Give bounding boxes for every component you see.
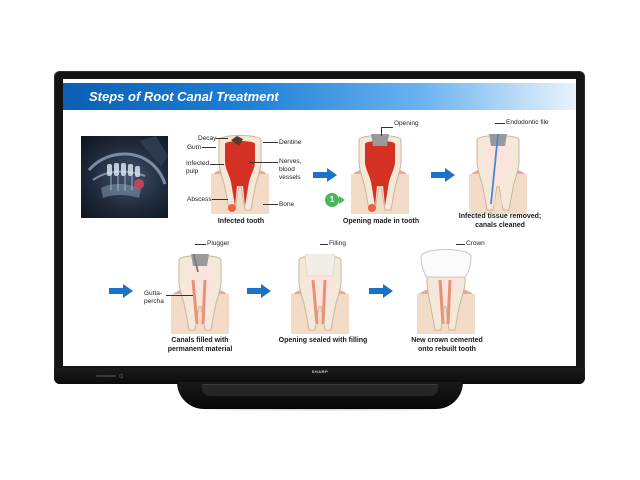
label-gutta-2: percha [144, 298, 164, 305]
leader-plugger [195, 244, 206, 245]
leader-crown [456, 244, 465, 245]
label-bone: Bone [279, 201, 295, 208]
arrow-right-icon [109, 284, 133, 298]
label-gutta-1: Gutta- [144, 290, 163, 297]
leader-filling [320, 244, 328, 245]
xray-jaw-illustration [87, 136, 168, 198]
label-abscess: Abscess [187, 196, 212, 203]
infected-tooth-diagram [211, 135, 269, 214]
label-plugger: Plugger [207, 240, 230, 247]
power-indicator [96, 375, 116, 377]
label-crown: Crown [466, 240, 485, 247]
opened-tooth-diagram [351, 134, 409, 214]
leader-abscess [212, 199, 228, 200]
arrow-right-icon [431, 168, 455, 182]
step-4-caption-1: Canals filled with [171, 337, 229, 344]
slide-title: Steps of Root Canal Treatment [89, 89, 279, 104]
leader-decay [216, 138, 228, 139]
step-6-caption-2: onto rebuilt tooth [418, 346, 476, 353]
label-nerves-2: blood [279, 166, 295, 173]
crowned-tooth-diagram [417, 249, 475, 334]
step-3-caption-2: canals cleaned [475, 222, 525, 229]
step-2-caption: Opening made in tooth [342, 218, 420, 225]
filled-canals-tooth-diagram [171, 254, 229, 334]
label-nerves-1: Nerves, [279, 158, 302, 165]
leader-file [495, 123, 505, 124]
label-nerves-3: vessels [279, 174, 301, 181]
leader-nerves [249, 162, 278, 163]
label-decay: Decay [198, 135, 217, 142]
step-3-caption-1: Infected tissue removed; [458, 213, 542, 220]
cleaned-tooth-diagram [469, 134, 527, 214]
brand-logo-text: SHARP [311, 369, 329, 374]
step-number-badge: 1 [325, 193, 339, 207]
monitor-chin [54, 368, 585, 384]
label-filling: Filling [329, 240, 346, 247]
brand-logo: SHARP [0, 369, 640, 374]
xray-image [81, 136, 168, 218]
arrow-right-icon [247, 284, 271, 298]
arrow-right-icon [369, 284, 393, 298]
label-gum: Gum [187, 144, 202, 151]
step-4-caption-2: permanent material [167, 346, 233, 353]
leader-gutta [166, 295, 193, 296]
leader-pulp [210, 164, 224, 165]
arrow-right-icon [313, 168, 337, 182]
display-screen: Steps of Root Canal Treatment Decay [63, 79, 576, 366]
leader-dentine [263, 142, 278, 143]
sensor-dot [119, 374, 123, 378]
step-5-caption: Opening sealed with filling [278, 337, 368, 344]
title-bar [63, 83, 576, 110]
label-infected-pulp-2: pulp [186, 168, 199, 175]
step-1-caption: Infected tooth [217, 218, 265, 225]
label-opening: Opening [394, 120, 419, 127]
leader-opening [381, 127, 382, 136]
label-dentine: Dentine [279, 139, 302, 146]
leader-opening-h [381, 127, 393, 128]
step-6-caption-1: New crown cemented [411, 337, 483, 344]
stand-shadow [205, 407, 435, 411]
badge-pointer-icon [339, 196, 345, 204]
label-endodontic-file: Endodontic file [506, 119, 549, 126]
leader-gum [202, 147, 216, 148]
leader-bone [263, 204, 278, 205]
sealed-tooth-diagram [291, 254, 349, 334]
label-infected-pulp-1: Infected [186, 160, 210, 167]
stand-tray [202, 384, 438, 396]
